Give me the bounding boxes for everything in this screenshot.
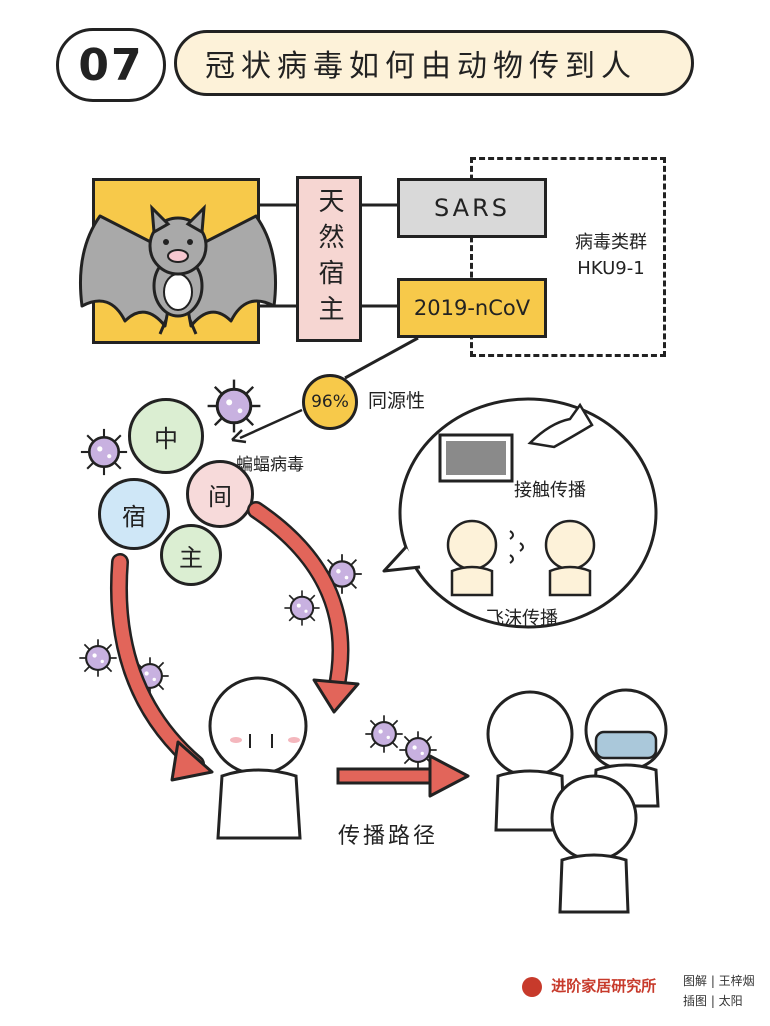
homology-badge: 96%	[302, 374, 358, 430]
virus-group-frame	[470, 157, 666, 357]
virus-group-code: HKU9-1	[577, 258, 645, 279]
intermediate-host-circle-1: 中	[128, 398, 204, 474]
transmission-bubble	[382, 397, 658, 629]
ncov-box: 2019-nCoV	[397, 278, 547, 338]
page-title: 冠状病毒如何由动物传到人	[174, 30, 694, 96]
bat-icon	[78, 204, 278, 335]
person-left	[486, 690, 574, 832]
sars-box: SARS	[397, 178, 547, 238]
virus-group-label: 病毒类群 HKU9-1	[556, 230, 666, 282]
credit-illustration: 插图 | 太阳	[683, 994, 743, 1008]
natural-host-label: 天然宿主	[314, 187, 344, 331]
transmission-route-label: 传播路径	[338, 824, 439, 849]
droplet-transmission-label: 飞沫传播	[486, 608, 558, 629]
logo-icon	[522, 976, 542, 997]
bat-virus-label: 蝙蝠病毒	[236, 455, 304, 475]
brand-logo: 进阶家居研究所	[522, 975, 656, 997]
contact-transmission-label: 接触传播	[514, 480, 586, 501]
infected-person	[208, 676, 308, 840]
intermediate-host-circle-3: 宿	[98, 478, 170, 550]
intermediate-host-circle-4: 主	[160, 524, 222, 586]
logo-text: 进阶家居研究所	[551, 977, 657, 995]
homology-label: 同源性	[368, 390, 426, 412]
natural-host-box: 天然宿主	[296, 176, 362, 342]
section-number-badge: 07	[56, 28, 166, 102]
virus-group-name: 病毒类群	[575, 232, 647, 253]
person-masked	[584, 688, 668, 808]
person-front	[550, 774, 638, 914]
intermediate-host-circle-2: 间	[186, 460, 254, 528]
credit-author: 图解 | 王梓烟	[683, 974, 755, 988]
